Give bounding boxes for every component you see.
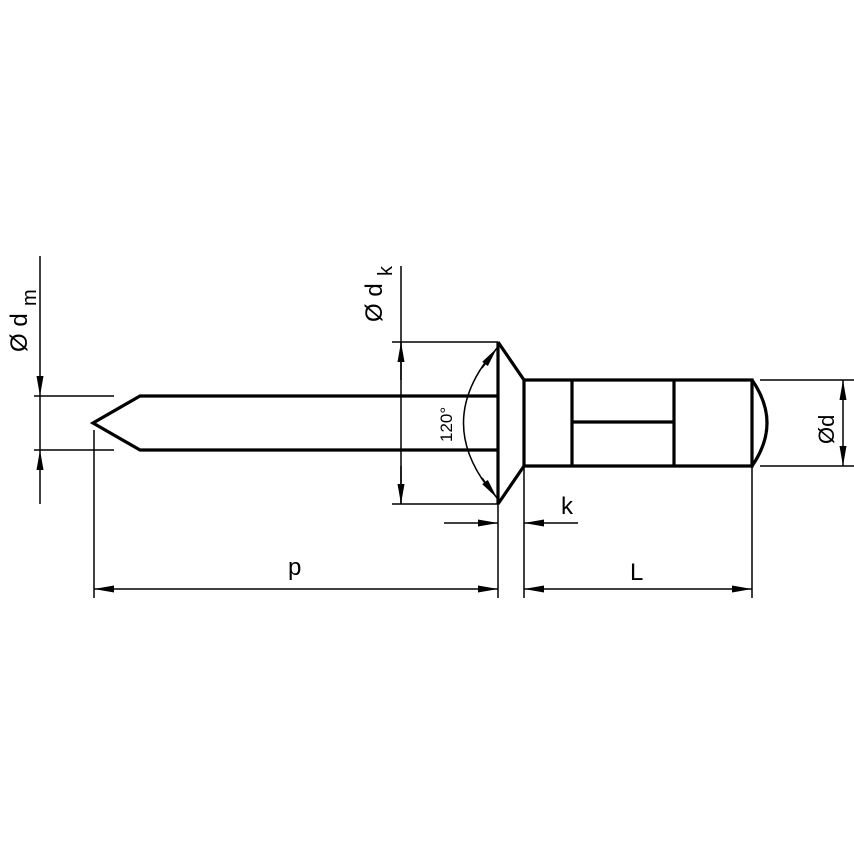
body-diameter-label: Ød xyxy=(814,415,839,444)
mandrel-diameter-subscript: m xyxy=(19,289,41,306)
dimension-head-angle: 120° xyxy=(437,347,498,499)
dimension-head-diameter: Ø d k xyxy=(361,265,498,505)
dimension-mandrel-diameter: Ø d m xyxy=(6,256,114,504)
rivet-body xyxy=(524,378,769,468)
head-angle-label: 120° xyxy=(437,407,456,442)
dimension-head-height: k xyxy=(444,466,578,598)
rivet-length-label: L xyxy=(630,559,643,586)
dimension-mandrel-protrusion: p xyxy=(93,430,498,598)
head-diameter-label: Ø d xyxy=(361,283,388,322)
mandrel xyxy=(89,394,498,452)
mandrel-diameter-label: Ø d xyxy=(6,313,33,352)
dimension-body-diameter: Ød xyxy=(760,379,854,467)
head-diameter-subscript: k xyxy=(375,265,397,276)
head-height-label: k xyxy=(561,493,574,520)
dimension-rivet-length: L xyxy=(524,466,753,598)
rivet-head xyxy=(496,341,526,505)
mandrel-protrusion-label: p xyxy=(288,554,301,581)
